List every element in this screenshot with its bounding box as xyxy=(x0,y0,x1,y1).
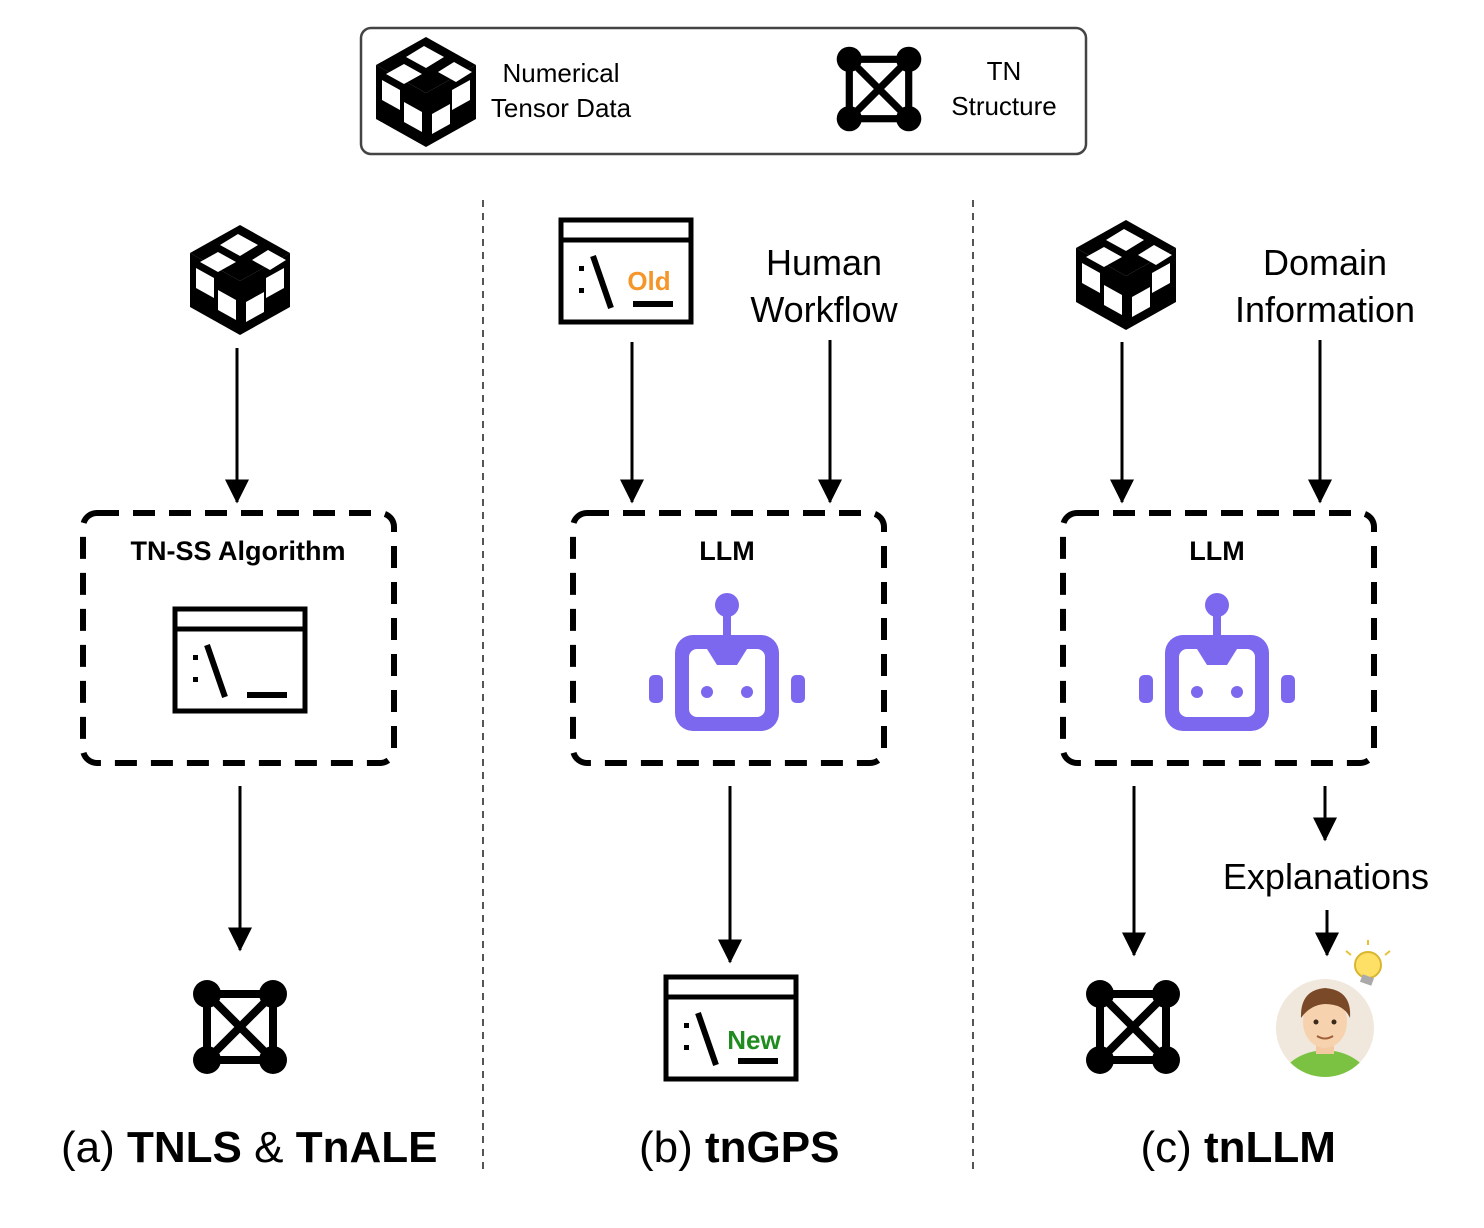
tn-structure-output-icon xyxy=(193,980,287,1074)
caption-c-prefix: (c) xyxy=(1140,1123,1204,1172)
caption-c-name: tnLLM xyxy=(1204,1123,1336,1172)
domain-information-label-1: Domain xyxy=(1263,242,1387,283)
tensor-data-icon xyxy=(188,225,290,335)
tn-ss-algorithm-title: TN-SS Algorithm xyxy=(131,536,346,566)
caption-a-prefix: (a) xyxy=(61,1123,127,1172)
caption-c: (c) tnLLM xyxy=(1055,1123,1397,1172)
old-tag: Old xyxy=(627,266,670,296)
llm-box-c xyxy=(1060,510,1377,766)
robot-icon-b xyxy=(649,593,805,731)
caption-a: (a) TNLS & TnALE xyxy=(0,1123,499,1172)
legend-tn-structure-icon xyxy=(837,47,922,132)
old-terminal-icon: Old xyxy=(561,220,691,322)
panel-c: Domain Information LLM Explanations xyxy=(1055,220,1429,1172)
llm-box-c-title: LLM xyxy=(1189,536,1244,566)
tensor-data-icon-c xyxy=(1074,220,1176,330)
legend-tensor-label-1: Numerical xyxy=(502,58,619,88)
caption-a-name-2: TnALE xyxy=(296,1123,438,1172)
caption-a-name-1: TNLS xyxy=(127,1123,242,1172)
legend-structure-label-1: TN xyxy=(987,56,1022,86)
caption-b-name: tnGPS xyxy=(705,1123,839,1172)
human-workflow-label-1: Human xyxy=(766,242,882,283)
terminal-icon xyxy=(175,609,305,711)
person-avatar-icon xyxy=(1276,979,1374,1077)
new-tag: New xyxy=(727,1025,781,1055)
robot-icon-c xyxy=(1139,593,1295,731)
panel-a: TN-SS Algorithm (a) TNLS & TnALE xyxy=(0,225,499,1172)
explanations-label: Explanations xyxy=(1223,856,1429,897)
tn-structure-output-icon-c xyxy=(1086,980,1180,1074)
human-workflow-label-2: Workflow xyxy=(750,289,898,330)
panel-b: Old Human Workflow LLM New (b) tnGPS xyxy=(553,220,900,1172)
tn-ss-algorithm-box xyxy=(80,510,397,766)
domain-information-label-2: Information xyxy=(1235,289,1415,330)
llm-box-b xyxy=(570,510,887,766)
llm-box-b-title: LLM xyxy=(699,536,754,566)
legend-structure-label-2: Structure xyxy=(951,91,1057,121)
new-terminal-icon: New xyxy=(666,977,796,1079)
lightbulb-icon xyxy=(1345,940,1391,986)
caption-b-prefix: (b) xyxy=(639,1123,705,1172)
legend-tensor-label-2: Tensor Data xyxy=(491,93,632,123)
caption-b: (b) tnGPS xyxy=(553,1123,900,1172)
caption-a-sep: & xyxy=(242,1123,296,1172)
